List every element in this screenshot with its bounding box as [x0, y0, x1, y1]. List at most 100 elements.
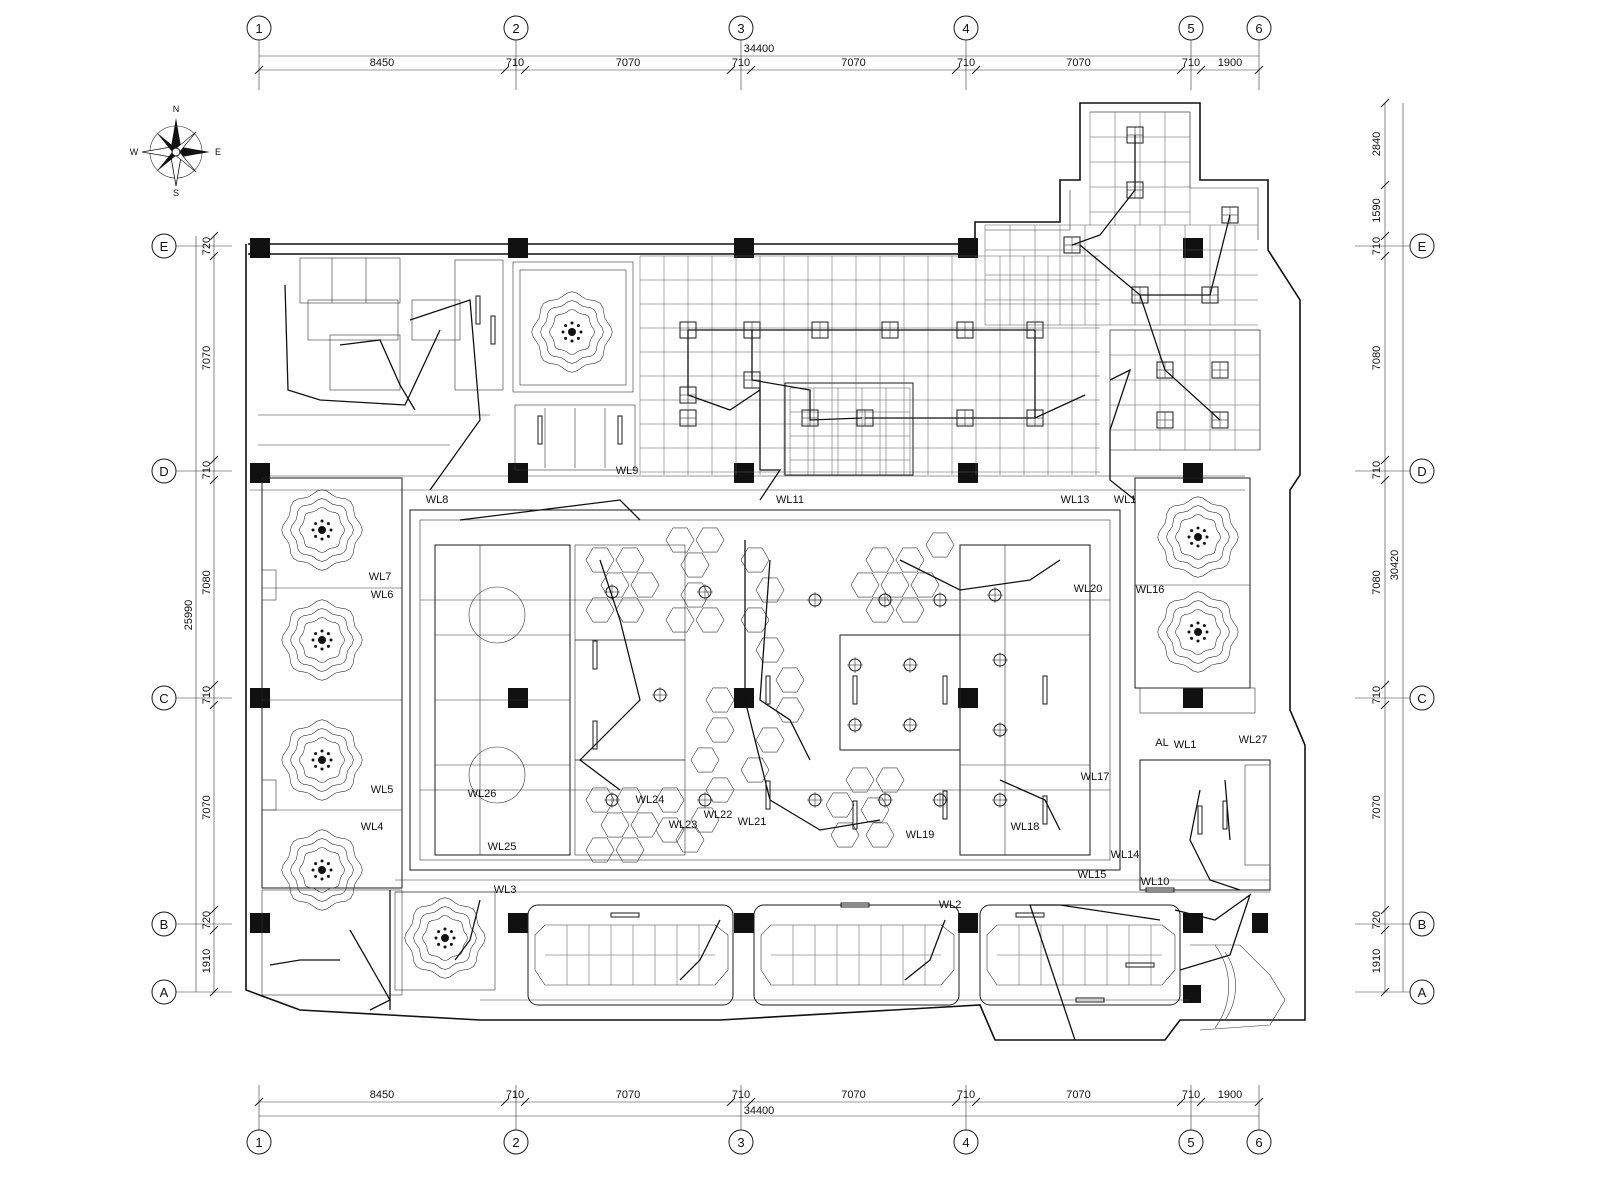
chandelier-bulb — [1202, 541, 1206, 545]
chandelier-bulb — [1196, 639, 1200, 643]
chandelier-bulb — [449, 930, 453, 934]
ornate-ring — [413, 906, 477, 970]
hexagon-panel — [585, 787, 615, 813]
hexagon-panel — [655, 787, 685, 813]
chandelier-bulb — [452, 936, 456, 940]
circuit-label-wl21: WL21 — [738, 816, 767, 828]
circuit-label-wl1: WL1 — [1174, 739, 1197, 751]
bottom-booths — [480, 904, 1190, 1006]
axis-label-B: B — [160, 917, 169, 932]
hexagon-panel — [690, 807, 720, 833]
chandelier-bulb — [314, 644, 318, 648]
ornate-ring — [281, 489, 363, 571]
axis-label-A: A — [1418, 985, 1427, 1000]
hexagon-panel — [755, 637, 785, 663]
dimension-segment: 7070 — [841, 1089, 865, 1101]
compass-north-label: N — [173, 104, 180, 114]
axis-label-2: 2 — [512, 21, 519, 36]
chandelier-bulb — [314, 522, 318, 526]
dimension-segment: 710 — [201, 461, 213, 479]
hexagon-panel — [585, 597, 615, 623]
circuit-label-wl19: WL19 — [906, 829, 935, 841]
chandelier-bulb — [1196, 526, 1200, 530]
hexagon-panel — [865, 547, 895, 573]
hexagon-panel — [865, 822, 895, 848]
circuit-label-wl10: WL10 — [1141, 876, 1170, 888]
chandelier-bulb — [1190, 529, 1194, 533]
axis-label-E: E — [1418, 239, 1427, 254]
hexagon-panel — [695, 527, 725, 553]
dimension-segment: 7070 — [201, 346, 213, 370]
axis-label-3: 3 — [737, 21, 744, 36]
hexagon-panel — [675, 827, 705, 853]
chandelier-center — [318, 866, 326, 874]
circuit-label-wl17: WL17 — [1081, 771, 1110, 783]
dimension-segment: 710 — [1182, 1089, 1200, 1101]
chandelier-bulb — [320, 859, 324, 863]
dimension-segment: 1900 — [1218, 57, 1242, 69]
circuit-label-wl11: WL11 — [776, 494, 804, 506]
hexagon-panel — [925, 532, 955, 558]
circuit-label-wl1: WL1 — [1114, 494, 1137, 506]
chandelier-bulb — [570, 339, 574, 343]
linear-light — [765, 780, 771, 810]
dimension-segment: 8450 — [370, 57, 394, 69]
chandelier-bulb — [564, 324, 568, 328]
linear-light — [1015, 912, 1045, 918]
circuit-label-wl24: WL24 — [636, 794, 665, 806]
hexagon-panel — [775, 697, 805, 723]
hexagon-panel — [615, 547, 645, 573]
circuit-label-wl8: WL8 — [426, 494, 449, 506]
hexagon-panel — [775, 667, 805, 693]
axis-label-4: 4 — [962, 1135, 969, 1150]
hexagon-ceiling-feature — [585, 527, 955, 863]
chandelier-bulb — [326, 874, 330, 878]
dimension-segment: 8450 — [370, 1089, 394, 1101]
hexagon-panel — [860, 797, 890, 823]
hexagon-panel — [680, 582, 710, 608]
chandelier-bulb — [1202, 636, 1206, 640]
ornate-ring — [290, 498, 354, 562]
circuit-label-wl22: WL22 — [704, 809, 733, 821]
circuit-label-wl27: WL27 — [1239, 734, 1268, 746]
chandelier-center — [1194, 533, 1202, 541]
linear-light — [852, 675, 858, 705]
axis-label-3: 3 — [737, 1135, 744, 1150]
dimension-segment: 7070 — [616, 1089, 640, 1101]
hexagon-panel — [630, 572, 660, 598]
circuit-label-wl3: WL3 — [494, 884, 517, 896]
circuit-label-wl9: WL9 — [616, 465, 639, 477]
linear-light — [1197, 805, 1203, 835]
circuit-label-wl14: WL14 — [1111, 849, 1140, 861]
chandelier-bulb — [576, 336, 580, 340]
right-private-rooms — [1109, 329, 1271, 891]
chandelier-bulb — [314, 752, 318, 756]
hexagon-panel — [695, 607, 725, 633]
chandelier-center — [441, 934, 449, 942]
chandelier-bulb — [1202, 624, 1206, 628]
dimension-segment: 1910 — [1371, 949, 1383, 973]
chandelier-bulb — [561, 330, 565, 334]
ornate-ring — [531, 291, 613, 373]
dimension-segment: 710 — [1371, 237, 1383, 255]
hexagon-panel — [630, 812, 660, 838]
dimension-segment: 2840 — [1371, 132, 1383, 156]
hexagon-panel — [600, 572, 630, 598]
ornate-ring — [281, 719, 363, 801]
linear-light — [1042, 675, 1048, 705]
dimension-segment: 710 — [957, 1089, 975, 1101]
linear-light — [942, 675, 948, 705]
dimension-segment: 1900 — [1218, 1089, 1242, 1101]
axis-label-2: 2 — [512, 1135, 519, 1150]
circuit-label-wl7: WL7 — [369, 571, 392, 583]
hexagon-panel — [705, 777, 735, 803]
chandelier-bulb — [311, 868, 315, 872]
chandelier-bulb — [329, 638, 333, 642]
circuit-label-wl2: WL2 — [939, 899, 962, 911]
circuit-label-al: AL — [1155, 737, 1168, 749]
axis-label-A: A — [160, 985, 169, 1000]
